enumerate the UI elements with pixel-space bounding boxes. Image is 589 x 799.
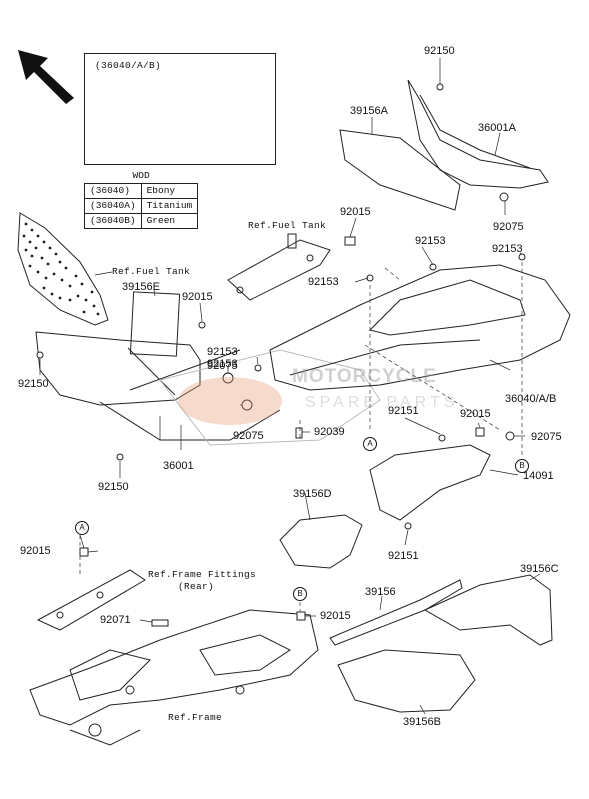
- part-label-39156c: 39156C: [520, 563, 559, 575]
- strip-39156: [329, 579, 463, 646]
- tail-cowl-36040: [269, 264, 571, 391]
- table-cell-code: (36040B): [84, 213, 142, 229]
- part-label-92075: 92075: [207, 360, 238, 372]
- frame-assembly: [29, 609, 319, 746]
- part-label-92151: 92151: [388, 405, 419, 417]
- side-cover-36001: [35, 331, 281, 441]
- table-cell-code: (36040): [84, 183, 142, 199]
- ref-label-fuel-tank: Ref.Fuel Tank: [112, 266, 191, 277]
- rear-frame-fittings: [36, 569, 146, 631]
- table-row: (36040A) Titanium: [84, 198, 199, 214]
- part-label-39156a: 39156A: [350, 105, 388, 117]
- pad-39156d: [279, 514, 363, 569]
- callout-b: B: [515, 459, 529, 473]
- part-label-92071: 92071: [100, 614, 131, 626]
- part-label-92151: 92151: [388, 550, 419, 562]
- part-label-92075: 92075: [233, 430, 264, 442]
- part-label-92015: 92015: [340, 206, 371, 218]
- part-label-92153: 92153: [492, 243, 523, 255]
- ref-label-frame-fittings: Ref.Frame Fittings: [148, 569, 257, 580]
- part-label-92153: 92153: [207, 346, 238, 358]
- table-row: (36040) Ebony: [84, 183, 199, 199]
- ref-label-frame-fittings-sub: (Rear): [178, 581, 215, 592]
- part-label-92015: 92015: [182, 291, 213, 303]
- part-label-92015: 92015: [460, 408, 491, 420]
- part-label-92153: 92153: [308, 276, 339, 288]
- callout-b: B: [293, 587, 307, 601]
- part-label-39156: 39156: [365, 586, 396, 598]
- table-row: (36040B) Green: [84, 213, 199, 229]
- part-label-36001a: 36001A: [478, 122, 516, 134]
- table-cell-color: Green: [140, 213, 199, 229]
- table-cell-code: (36040A): [84, 198, 142, 214]
- part-label-92039: 92039: [314, 426, 345, 438]
- callout-a: A: [75, 521, 89, 535]
- part-label-92015: 92015: [320, 610, 351, 622]
- left-seat-cowl: [17, 212, 109, 326]
- part-label-39156b: 39156B: [403, 716, 441, 728]
- pad-39156c: [423, 574, 553, 646]
- fuel-tank-bracket: [227, 233, 331, 301]
- side-cover-36001a: [407, 79, 549, 189]
- table-cell-color: Titanium: [140, 198, 199, 214]
- table-cell-color: Ebony: [140, 183, 199, 199]
- part-label-92075: 92075: [531, 431, 562, 443]
- part-label-92015: 92015: [20, 545, 51, 557]
- part-label-14091: 14091: [523, 470, 554, 482]
- part-label-92075: 92075: [493, 221, 524, 233]
- part-label-92153: 92153: [207, 358, 238, 370]
- part-label-36001: 36001: [163, 460, 194, 472]
- direction-arrow: [18, 50, 74, 104]
- pad-39156e: [129, 291, 181, 357]
- part-label-92150: 92150: [424, 45, 455, 57]
- inset-title: (36040/A/B): [95, 60, 162, 71]
- frame-panel-outline: [159, 349, 381, 446]
- pad-39156b: [337, 649, 476, 713]
- callout-a: A: [363, 437, 377, 451]
- part-label-39156e: 39156E: [122, 281, 160, 293]
- fasteners: [36, 83, 526, 627]
- part-label-92150: 92150: [18, 378, 49, 390]
- pad-39156a: [339, 129, 461, 211]
- ref-label-frame: Ref.Frame: [168, 712, 223, 723]
- cover-14091: [369, 444, 491, 521]
- part-label-36040-a-b: 36040/A/B: [505, 393, 557, 405]
- color-table-header: WOD: [132, 170, 150, 181]
- ref-label-fuel-tank: Ref.Fuel Tank: [248, 220, 327, 231]
- part-label-92150: 92150: [98, 481, 129, 493]
- leader-lines: [39, 58, 541, 715]
- inset-panel: (36040/A/B): [84, 53, 276, 165]
- part-label-39156d: 39156D: [293, 488, 332, 500]
- color-table: WOD (36040) Ebony (36040A) Titanium (360…: [84, 169, 199, 229]
- part-label-92153: 92153: [415, 235, 446, 247]
